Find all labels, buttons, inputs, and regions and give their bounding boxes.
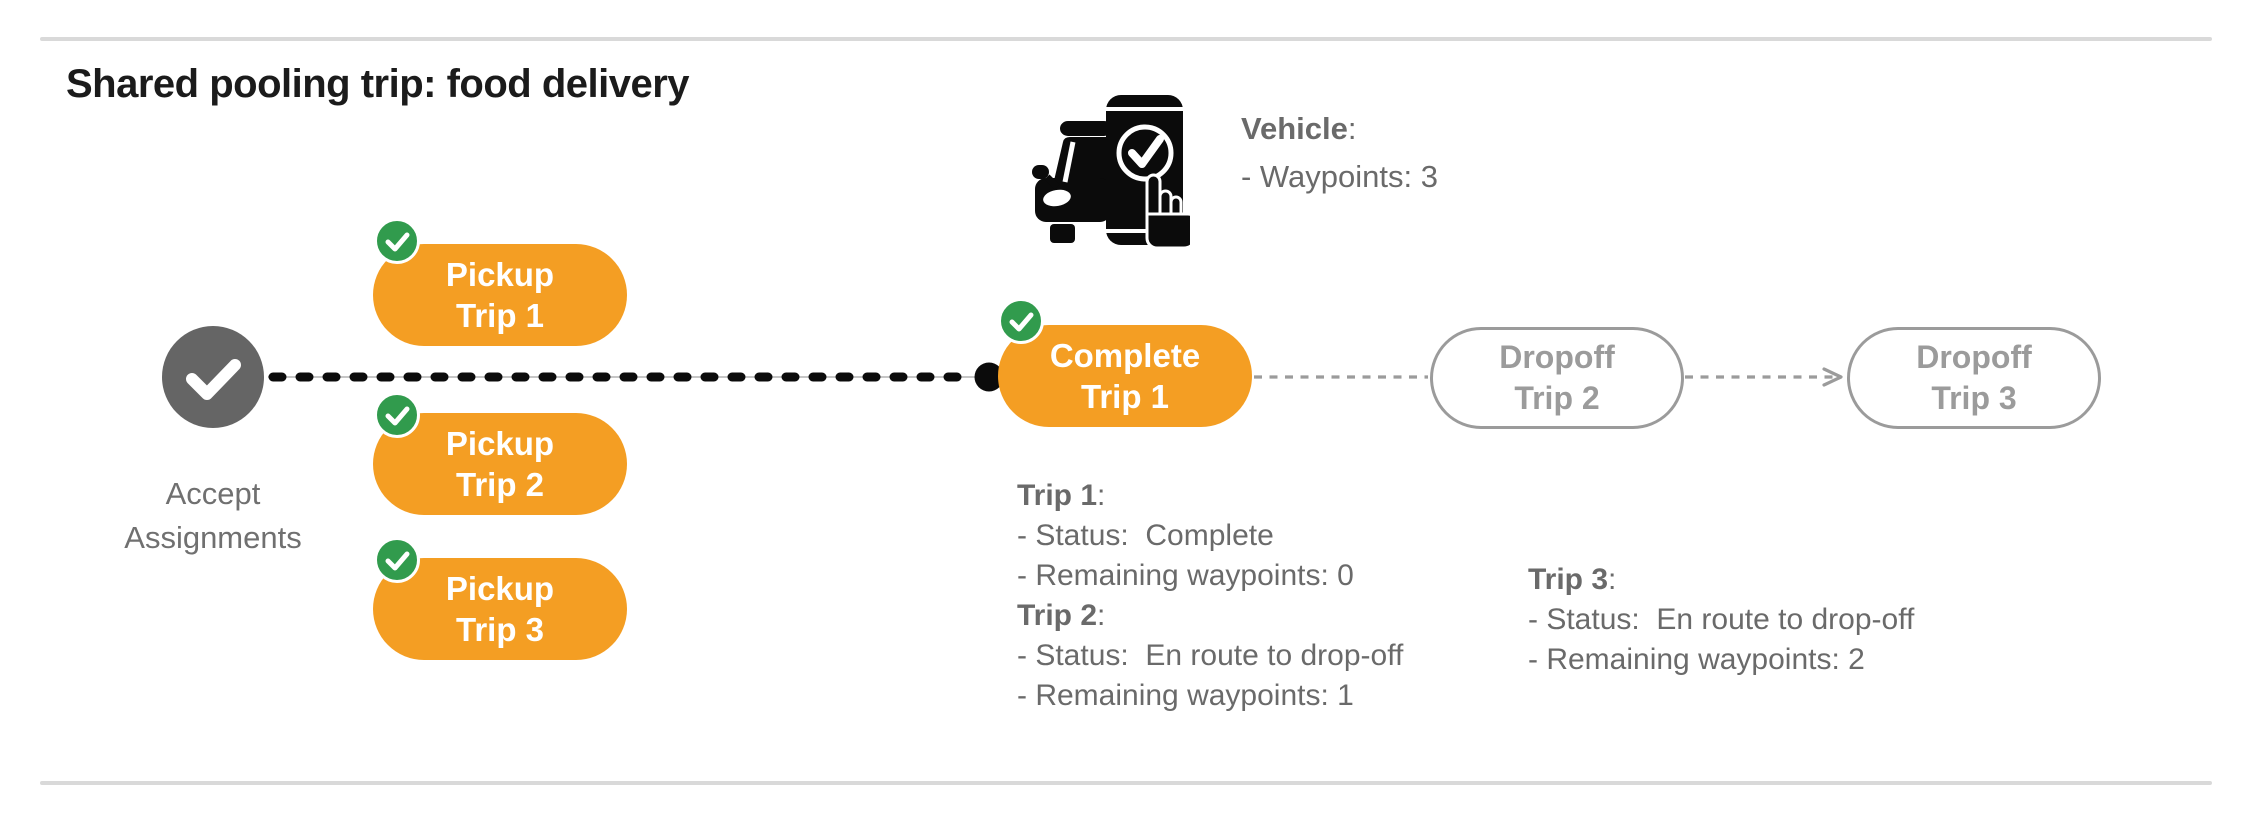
accept-label-line2: Assignments [124, 520, 302, 555]
vehicle-label-line: Vehicle: [1241, 111, 1357, 146]
complete-trip-1-node: Complete Trip 1 [998, 325, 1252, 427]
trip-3-remaining: - Remaining waypoints: 2 [1528, 643, 1865, 676]
vehicle-label: Vehicle [1241, 111, 1348, 146]
pill-label-line2: Trip 3 [455, 611, 545, 648]
trip-1-remaining: - Remaining waypoints: 0 [1017, 559, 1354, 592]
top-divider [40, 37, 2212, 41]
page-title: Shared pooling trip: food delivery [66, 62, 690, 106]
trip-2-heading: Trip 2: [1017, 599, 1106, 632]
pill-label-line1: Pickup [445, 425, 555, 462]
trip-details-block-2: Trip 3: - Status: En route to drop-off -… [1528, 560, 1914, 680]
car-phone-check-icon [1032, 95, 1190, 250]
trip-2-status: - Status: En route to drop-off [1017, 639, 1404, 672]
check-icon [1009, 312, 1034, 332]
dropoff-trip-2-node: Dropoff Trip 2 [1430, 327, 1684, 429]
bottom-divider [40, 781, 2212, 785]
vehicle-waypoints: - Waypoints: 3 [1241, 159, 1438, 194]
pill-label-line1: Complete [1049, 337, 1201, 374]
accept-label-line1: Accept [165, 476, 261, 511]
pickup-trip-1-node: Pickup Trip 1 [373, 244, 627, 346]
dropoff3-arrowhead [1822, 367, 1843, 387]
trip-details-block-1: Trip 1: - Status: Complete - Remaining w… [1017, 476, 1403, 716]
check-icon [186, 359, 241, 400]
accept-assignments-label: Accept Assignments [38, 472, 388, 560]
pickup-trip-2-node: Pickup Trip 2 [373, 413, 627, 515]
pill-label-line2: Trip 2 [1514, 380, 1600, 416]
pill-label-line1: Dropoff [1916, 339, 2032, 375]
pill-label-line2: Trip 3 [1931, 380, 2017, 416]
trip-1-heading: Trip 1: [1017, 479, 1106, 512]
check-icon [385, 406, 410, 426]
pill-label-line1: Pickup [445, 256, 555, 293]
vehicle-info: Vehicle: - Waypoints: 3 [1241, 105, 1438, 201]
check-icon [385, 232, 410, 252]
pill-label-line1: Dropoff [1499, 339, 1615, 375]
pickup-trip-3-node: Pickup Trip 3 [373, 558, 627, 660]
trip-3-heading: Trip 3: [1528, 563, 1617, 596]
pill-label-line2: Trip 1 [455, 297, 545, 334]
pill-label-line1: Pickup [445, 570, 555, 607]
pill-label-line2: Trip 1 [1080, 378, 1170, 415]
trip-3-status: - Status: En route to drop-off [1528, 603, 1915, 636]
completed-check-badge [374, 392, 420, 438]
pill-label-line2: Trip 2 [455, 466, 545, 503]
accept-assignments-node [162, 326, 264, 428]
completed-check-badge [374, 537, 420, 583]
completed-check-badge [998, 298, 1044, 344]
completed-check-badge [374, 218, 420, 264]
trip-1-status: - Status: Complete [1017, 519, 1274, 552]
check-icon [385, 551, 410, 571]
trip-2-remaining: - Remaining waypoints: 1 [1017, 679, 1354, 712]
current-position-dot [974, 362, 1004, 392]
dropoff-trip-3-node: Dropoff Trip 3 [1847, 327, 2101, 429]
